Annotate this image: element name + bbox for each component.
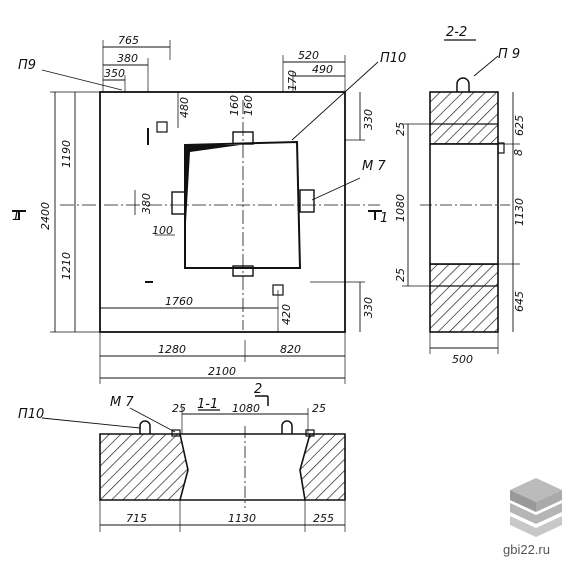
side-dim-625: 625 [513,115,526,136]
watermark-logo [510,478,562,537]
side-dim-1130: 1130 [513,198,526,226]
lifting-loop-left [156,121,168,133]
section-view-text: 1-1 2 П10 М 7 25 1080 25 715 1130 255 [18,382,334,525]
plan-view [12,40,382,384]
dim-350: 350 [104,67,125,80]
dim-2100: 2100 [208,365,236,378]
dim-100: 100 [152,224,173,237]
dim-765: 765 [118,34,139,47]
label-p9: П9 [18,58,36,73]
section-mark-2: 2 [254,382,262,397]
dim-330-bottom: 330 [362,297,375,318]
section-label-m7: М 7 [110,395,134,410]
section-mark-right: 1 [380,211,388,226]
side-hatch-bottom [429,263,499,333]
slab-outline [99,91,346,333]
section-dim-255: 255 [313,512,334,525]
side-dim-8: 8 [512,149,525,156]
section-hatch-left [99,433,189,501]
section-dim-715: 715 [126,512,147,525]
side-middle [429,143,499,265]
side-label-p9: П 9 [498,47,520,62]
dim-520: 520 [298,49,319,62]
side-title: 2-2 [446,25,467,40]
side-view [402,39,520,354]
section-title: 1-1 [197,397,218,412]
side-view-text: 2-2 П 9 625 1130 645 8 1080 25 25 500 [394,25,526,366]
side-dim-25-bottom: 25 [394,268,407,282]
watermark-text: gbi22.ru [503,542,550,557]
dim-420: 420 [280,304,293,325]
section-dim-1080: 1080 [232,402,260,415]
section-hatch-right [299,433,346,501]
side-dim-645: 645 [513,291,526,312]
plate-left [171,191,186,215]
side-dim-500: 500 [452,353,473,366]
section-dim-1130: 1130 [228,512,256,525]
dim-820: 820 [280,343,301,356]
dim-380-top: 380 [117,52,138,65]
side-dim-1080: 1080 [394,194,407,222]
dim-2400: 2400 [39,202,52,230]
side-dim-25-top: 25 [394,122,407,136]
section-dim-25-left: 25 [172,402,186,415]
dim-1280: 1280 [158,343,186,356]
dim-170: 170 [286,70,299,91]
section-label-p10: П10 [18,407,44,422]
side-hatch-top [429,91,499,145]
section-view [41,395,346,532]
dim-330-top: 330 [362,109,375,130]
plate-right [299,189,315,213]
label-p10: П10 [380,51,406,66]
plan-view-text: П9 П10 М 7 1 1 765 380 350 520 490 170 2… [12,34,406,378]
dim-160-b: 160 [242,95,255,116]
label-m7: М 7 [362,159,386,174]
dim-480: 480 [178,97,191,118]
dim-490: 490 [312,63,333,76]
dim-1760: 1760 [165,295,193,308]
dim-1210: 1210 [60,252,73,280]
dim-1190: 1190 [60,140,73,168]
dim-380-inner: 380 [140,193,153,214]
dim-160-a: 160 [228,95,241,116]
section-dim-25-right: 25 [312,402,326,415]
section-mark-left: 1 [12,209,20,224]
